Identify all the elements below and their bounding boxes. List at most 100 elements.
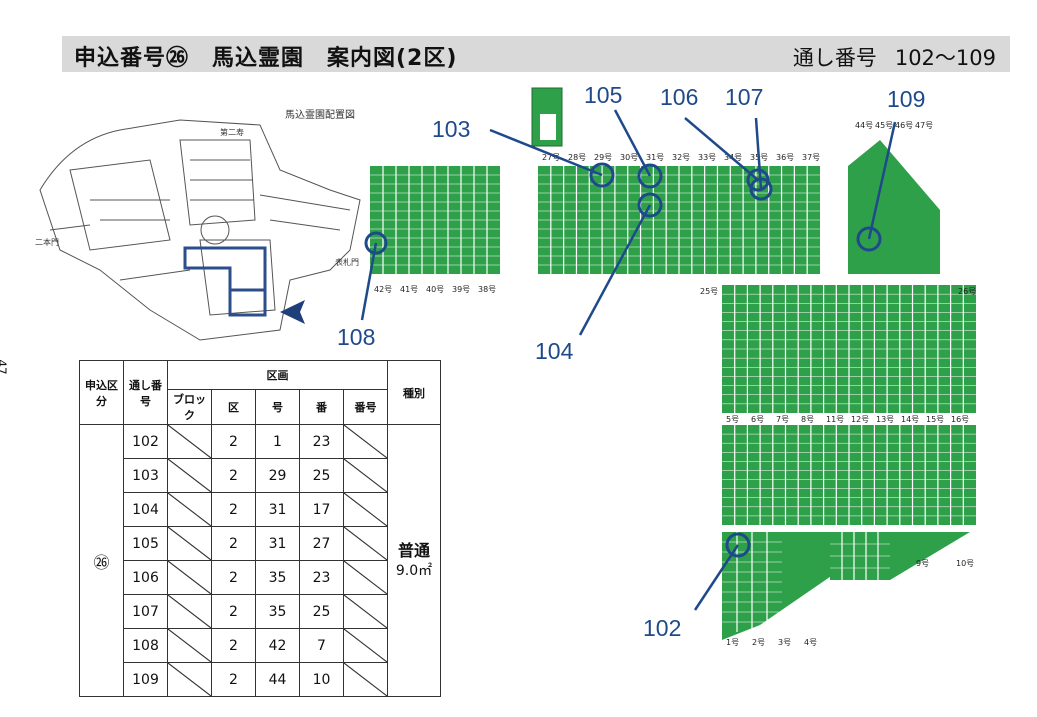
row-label: 9号 xyxy=(916,559,929,568)
sub-number-cell xyxy=(343,560,388,595)
overview-label-2: 二本門 xyxy=(35,237,59,247)
number-cell: 25 xyxy=(299,458,344,493)
arrow-icon xyxy=(280,300,305,324)
number-cell: 27 xyxy=(299,526,344,561)
row-label: 5号 xyxy=(726,415,739,424)
row-label: 4号 xyxy=(804,638,817,647)
plot-block-44-47 xyxy=(848,140,940,274)
block-cell xyxy=(167,560,212,595)
overview-label-1: 第二寿 xyxy=(220,127,244,137)
callout-102: 102 xyxy=(643,615,682,641)
row-label: 44号 xyxy=(855,121,873,130)
row-no-cell: 35 xyxy=(255,594,300,629)
row-label: 33号 xyxy=(698,153,716,162)
row-label: 29号 xyxy=(594,153,612,162)
callout-103: 103 xyxy=(432,116,471,142)
header-bar: 申込番号㉖ 馬込霊園 案内図(2区) 通し番号 102〜109 xyxy=(62,36,1010,72)
serial-cell: 108 xyxy=(123,628,168,663)
row-label: 7号 xyxy=(776,415,789,424)
ward-cell: 2 xyxy=(211,628,256,663)
th-category: 申込区分 xyxy=(79,360,124,425)
callout-104: 104 xyxy=(535,338,574,364)
row-label: 46号 xyxy=(895,121,913,130)
row-label: 2号 xyxy=(752,638,765,647)
row-label: 41号 xyxy=(400,285,418,294)
section-map: 27号28号29号30号31号32号33号34号35号36号37号42号41号4… xyxy=(360,87,976,647)
row-label: 25号 xyxy=(700,287,718,296)
overview-map: 馬込霊園配置図 第二寿 二本門 表札門 xyxy=(35,109,361,341)
row-label: 32号 xyxy=(672,153,690,162)
row-label: 28号 xyxy=(568,153,586,162)
number-cell: 25 xyxy=(299,594,344,629)
row-label: 14号 xyxy=(901,415,919,424)
ward-cell: 2 xyxy=(211,492,256,527)
row-no-cell: 35 xyxy=(255,560,300,595)
callout-109: 109 xyxy=(887,86,926,112)
row-label: 16号 xyxy=(951,415,969,424)
block-cell xyxy=(167,424,212,459)
row-label: 10号 xyxy=(956,559,974,568)
number-cell: 23 xyxy=(299,560,344,595)
serial-cell: 109 xyxy=(123,662,168,697)
row-no-cell: 31 xyxy=(255,526,300,561)
row-label: 1号 xyxy=(726,638,739,647)
row-label: 42号 xyxy=(374,285,392,294)
row-label: 31号 xyxy=(646,153,664,162)
block-cell xyxy=(167,526,212,561)
sub-number-cell xyxy=(343,662,388,697)
th-block: ブロック xyxy=(167,389,212,425)
row-label: 39号 xyxy=(452,285,470,294)
ward-cell: 2 xyxy=(211,458,256,493)
marker-102 xyxy=(725,532,751,558)
row-label: 27号 xyxy=(542,153,560,162)
leader-lines xyxy=(360,109,897,611)
callout-108: 108 xyxy=(337,324,376,350)
serial-cell: 103 xyxy=(123,458,168,493)
th-sub-number: 番号 xyxy=(343,389,388,425)
number-cell: 7 xyxy=(299,628,344,663)
page-title: 申込番号㉖ 馬込霊園 案内図(2区) xyxy=(74,46,458,71)
ward-cell: 2 xyxy=(211,594,256,629)
serial-cell: 104 xyxy=(123,492,168,527)
row-label: 37号 xyxy=(802,153,820,162)
overview-label-3: 表札門 xyxy=(335,257,359,267)
block-cell xyxy=(167,662,212,697)
row-label: 8号 xyxy=(801,415,814,424)
sub-number-cell xyxy=(343,424,388,459)
sub-number-cell xyxy=(343,594,388,629)
th-row-no: 号 xyxy=(255,389,300,425)
callout-105: 105 xyxy=(584,82,623,108)
marker-108 xyxy=(364,231,388,255)
block-cell xyxy=(167,628,212,663)
plot-block-1-4 xyxy=(722,532,840,640)
row-no-cell: 44 xyxy=(255,662,300,697)
callout-106: 106 xyxy=(660,84,699,110)
ward-cell: 2 xyxy=(211,560,256,595)
row-label: 6号 xyxy=(751,415,764,424)
row-label: 45号 xyxy=(875,121,893,130)
serial-range: 通し番号 102〜109 xyxy=(775,42,996,72)
overview-map-title: 馬込霊園配置図 xyxy=(285,109,355,121)
row-label: 47号 xyxy=(915,121,933,130)
row-no-cell: 31 xyxy=(255,492,300,527)
marker-103 xyxy=(589,162,615,188)
th-type: 種別 xyxy=(387,360,441,425)
th-ward: 区 xyxy=(211,389,256,425)
th-number: 番 xyxy=(299,389,344,425)
row-label: 40号 xyxy=(426,285,444,294)
serial-label: 通し番号 xyxy=(792,46,877,70)
row-no-cell: 1 xyxy=(255,424,300,459)
page-number: 47 xyxy=(0,359,9,375)
serial-cell: 105 xyxy=(123,526,168,561)
row-label: 38号 xyxy=(478,285,496,294)
serial-cell: 107 xyxy=(123,594,168,629)
row-label: 36号 xyxy=(776,153,794,162)
th-serial: 通し番号 xyxy=(123,360,168,425)
serial-value: 102〜109 xyxy=(894,46,996,70)
